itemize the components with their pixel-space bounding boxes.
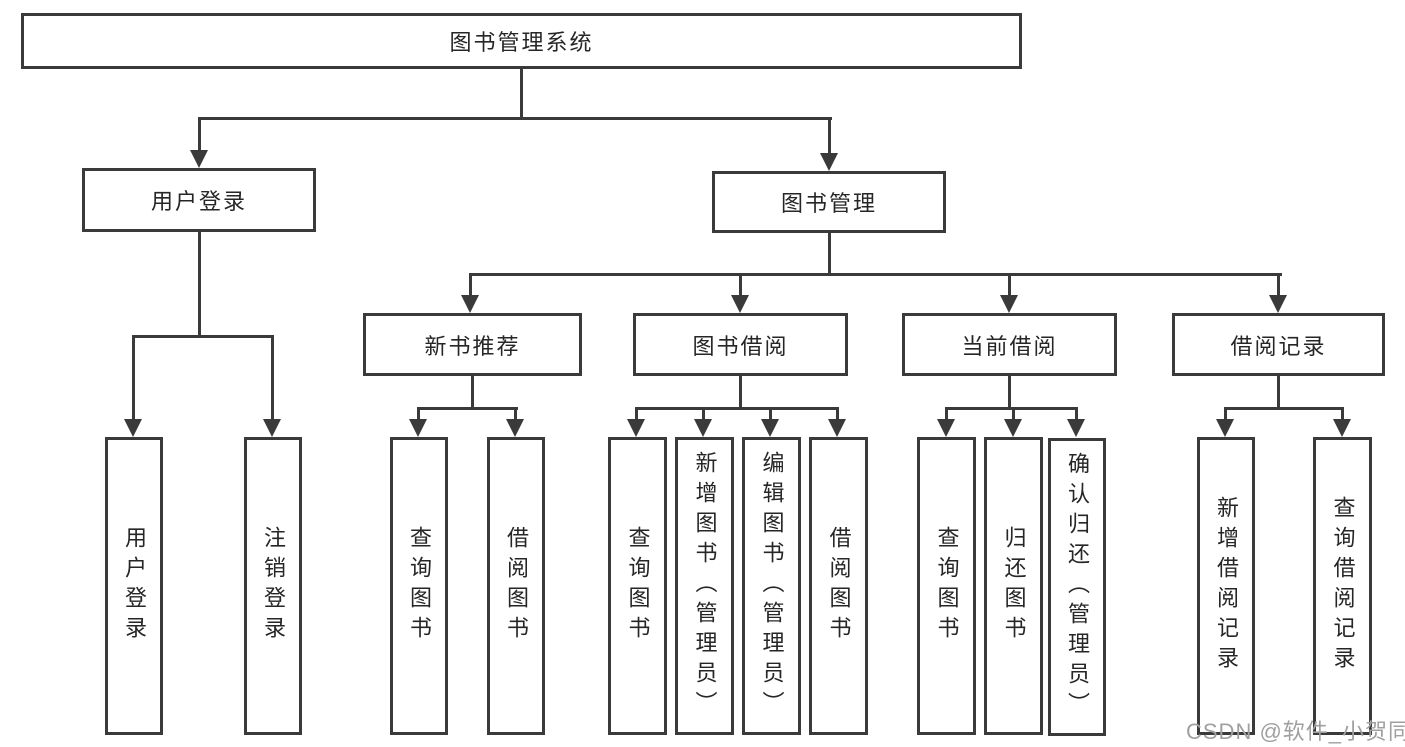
watermark-text: CSDN @软件_小贺同学 — [1186, 719, 1405, 744]
connector-line — [1008, 273, 1011, 296]
connector-line — [769, 407, 772, 420]
node-current-borrow: 当前借阅 — [902, 313, 1117, 376]
connector-line — [635, 407, 839, 410]
node-user-login: 用户登录 — [82, 168, 316, 232]
connector-line — [1277, 273, 1280, 296]
connector-line — [132, 335, 274, 338]
arrow-down-icon — [263, 419, 281, 437]
connector-line — [739, 273, 742, 296]
connector-line — [520, 69, 523, 120]
leaf-user-login: 用户登录 — [105, 437, 163, 735]
arrow-down-icon — [1067, 419, 1085, 437]
connector-line — [469, 273, 1282, 276]
arrow-down-icon — [1269, 295, 1287, 313]
arrow-down-icon — [820, 153, 838, 171]
leaf-confirm-return-admin: 确认归还（管理员） — [1048, 438, 1106, 736]
connector-line — [1224, 407, 1343, 410]
leaf-borrow-books-newrec: 借阅图书 — [487, 437, 545, 735]
connector-line — [1075, 407, 1078, 420]
connector-line — [828, 117, 831, 156]
leaf-edit-books-admin: 编辑图书（管理员） — [742, 437, 801, 735]
arrow-down-icon — [506, 419, 524, 437]
arrow-down-icon — [761, 419, 779, 437]
connector-line — [1277, 376, 1280, 407]
arrow-down-icon — [461, 295, 479, 313]
connector-line — [198, 117, 832, 120]
connector-line — [739, 376, 742, 407]
leaf-add-borrow-record: 新增借阅记录 — [1197, 437, 1255, 735]
leaf-query-borrow-record: 查询借阅记录 — [1313, 437, 1372, 735]
arrow-down-icon — [1333, 419, 1351, 437]
node-root: 图书管理系统 — [21, 13, 1022, 69]
connector-line — [1012, 407, 1015, 420]
arrow-down-icon — [409, 419, 427, 437]
node-book-borrow: 图书借阅 — [633, 313, 848, 376]
connector-line — [1224, 407, 1227, 420]
leaf-query-books-newrec: 查询图书 — [390, 437, 448, 735]
connector-line — [271, 335, 274, 420]
connector-line — [417, 407, 420, 420]
connector-line — [471, 376, 474, 407]
connector-line — [836, 407, 839, 420]
arrow-down-icon — [124, 419, 142, 437]
arrow-down-icon — [1216, 419, 1234, 437]
connector-line — [945, 407, 1078, 410]
leaf-add-books-admin: 新增图书（管理员） — [675, 437, 734, 735]
connector-line — [514, 407, 517, 420]
node-borrow-records: 借阅记录 — [1172, 313, 1385, 376]
connector-line — [417, 407, 518, 410]
connector-line — [198, 232, 201, 335]
arrow-down-icon — [694, 419, 712, 437]
leaf-borrow-books-borrow: 借阅图书 — [809, 437, 868, 735]
arrow-down-icon — [1004, 419, 1022, 437]
arrow-down-icon — [731, 295, 749, 313]
arrow-down-icon — [190, 150, 208, 168]
connector-line — [828, 233, 831, 273]
arrow-down-icon — [627, 419, 645, 437]
leaf-return-books: 归还图书 — [984, 437, 1043, 735]
arrow-down-icon — [1000, 295, 1018, 313]
leaf-query-books-current: 查询图书 — [917, 437, 976, 735]
connector-line — [1341, 407, 1344, 420]
connector-line — [132, 335, 135, 420]
node-new-book-recommend: 新书推荐 — [363, 313, 582, 376]
connector-line — [198, 117, 201, 153]
leaf-query-books-borrow: 查询图书 — [608, 437, 667, 735]
connector-line — [469, 273, 472, 296]
connector-line — [635, 407, 638, 420]
connector-line — [945, 407, 948, 420]
leaf-logout: 注销登录 — [244, 437, 302, 735]
connector-line — [1008, 376, 1011, 407]
connector-line — [702, 407, 705, 420]
arrow-down-icon — [937, 419, 955, 437]
node-book-management: 图书管理 — [712, 171, 946, 233]
arrow-down-icon — [828, 419, 846, 437]
